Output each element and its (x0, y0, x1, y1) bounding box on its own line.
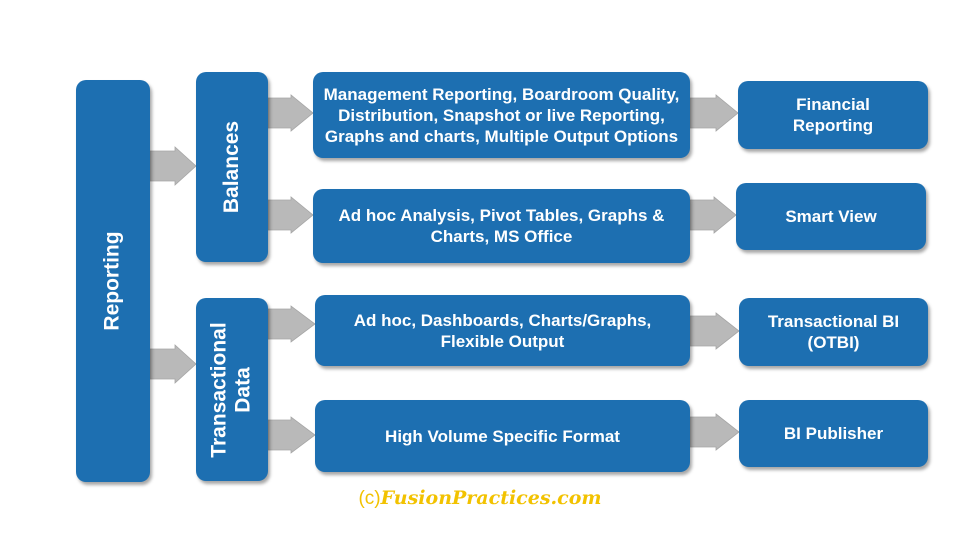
arrow-adhoc-to-smartview (689, 196, 737, 234)
arrow-balances-to-adhoc (267, 196, 314, 234)
dashboards-text: Ad hoc, Dashboards, Charts/Graphs, Flexi… (353, 310, 652, 351)
adhoc-analysis-text: Ad hoc Analysis, Pivot Tables, Graphs & … (338, 206, 665, 246)
copyright-prefix: (c) (358, 488, 381, 509)
otbi-box: Transactional BI (OTBI) (739, 298, 928, 366)
arrow-balances-to-mgmt (267, 94, 314, 132)
management-reporting-box: Management Reporting, Boardroom Quality,… (313, 72, 690, 158)
arrow-reporting-to-transactional (149, 344, 197, 384)
otbi-line-1: Transactional BI (767, 312, 900, 331)
transactional-data-box: Transactional Data (196, 298, 268, 481)
arrow-dashboards-to-otbi (689, 312, 740, 350)
arrow-highvolume-to-bipublisher (689, 413, 740, 451)
bi-publisher-label: BI Publisher (783, 424, 884, 443)
adhoc-analysis-box: Ad hoc Analysis, Pivot Tables, Graphs & … (313, 189, 690, 263)
bi-publisher-box: BI Publisher (739, 400, 928, 467)
arrow-mgmt-to-financial (689, 94, 739, 132)
reporting-label: Reporting (101, 231, 124, 331)
arrow-transactional-to-highvolume (267, 416, 316, 454)
financial-reporting-line-2: Reporting (792, 116, 874, 135)
dashboards-box: Ad hoc, Dashboards, Charts/Graphs, Flexi… (315, 295, 690, 366)
smart-view-label: Smart View (785, 207, 877, 226)
reporting-box: Reporting (76, 80, 150, 482)
transactional-label-line-2: Data (232, 366, 256, 413)
smart-view-box: Smart View (736, 183, 926, 250)
balances-box: Balances (196, 72, 268, 262)
transactional-label-line-1: Transactional (208, 321, 232, 458)
financial-reporting-box: Financial Reporting (738, 81, 928, 149)
arrow-transactional-to-dashboards (267, 305, 316, 343)
arrow-reporting-to-balances (149, 146, 197, 186)
otbi-line-2: (OTBI) (807, 333, 860, 352)
balances-label: Balances (220, 120, 244, 214)
copyright-credit: (c)FusionPractices.com (0, 487, 960, 510)
high-volume-text: High Volume Specific Format (385, 426, 620, 446)
brand-name: FusionPractices.com (380, 487, 602, 509)
high-volume-box: High Volume Specific Format (315, 400, 690, 472)
financial-reporting-line-1: Financial (796, 95, 870, 114)
management-reporting-text: Management Reporting, Boardroom Quality,… (323, 84, 680, 146)
